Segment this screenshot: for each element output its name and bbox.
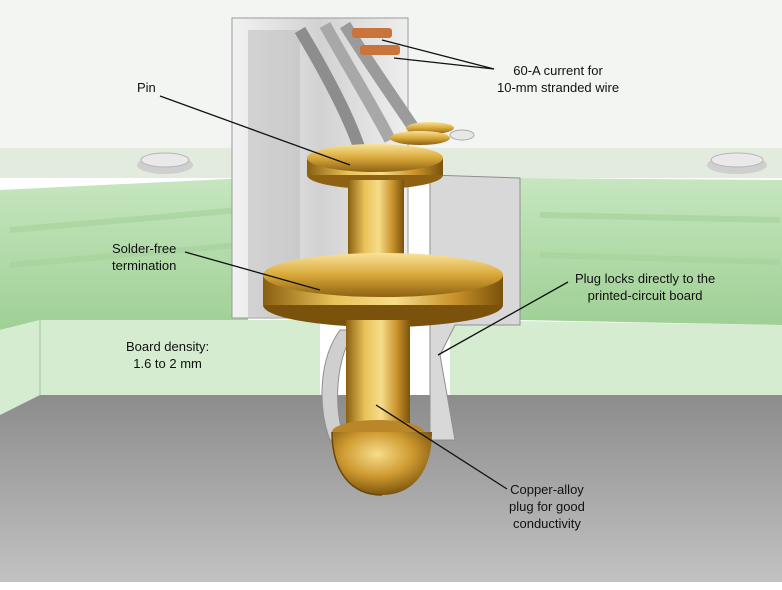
callout-termination-line1: Solder-free [112, 241, 177, 256]
callout-pin: Pin [137, 79, 156, 96]
callout-current-rating: 60-A current for 10-mm stranded wire [497, 62, 619, 96]
stranded-wires [294, 21, 420, 152]
callout-termination: Solder-free termination [112, 240, 176, 274]
callout-current-line2: 10-mm stranded wire [497, 80, 620, 95]
callout-board-density-line1: Board density: [126, 339, 210, 354]
leader-lines [159, 39, 569, 490]
termination-disc [263, 253, 503, 327]
screw-icon [137, 152, 193, 174]
pcb-edge-right [450, 320, 782, 395]
callout-termination-line2: termination [112, 258, 177, 273]
callout-copper-alloy-line1: Copper-alloy [510, 482, 584, 497]
callout-copper-alloy: Copper-alloy plug for good conductivity [509, 481, 585, 532]
callout-board-density: Board density: 1.6 to 2 mm [126, 338, 209, 372]
callout-plug-locks-line2: printed-circuit board [587, 288, 703, 303]
callout-plug-locks-line1: Plug locks directly to the [575, 271, 716, 286]
pin-shaft [348, 180, 404, 265]
callout-board-density-line2: 1.6 to 2 mm [133, 356, 202, 371]
callout-copper-alloy-line3: conductivity [512, 516, 581, 531]
pcb-traces [9, 207, 781, 303]
callout-copper-alloy-line2: plug for good [509, 499, 585, 514]
plug-icon [331, 320, 432, 496]
screw-icon [707, 152, 767, 174]
callout-current-line1: 60-A current for [513, 63, 603, 78]
callout-pin-line1: Pin [137, 80, 156, 95]
pin-icon [390, 122, 475, 145]
callout-plug-locks: Plug locks directly to the printed-circu… [575, 270, 715, 304]
pin-icon [307, 144, 443, 189]
pcb-edge-left [0, 320, 320, 415]
